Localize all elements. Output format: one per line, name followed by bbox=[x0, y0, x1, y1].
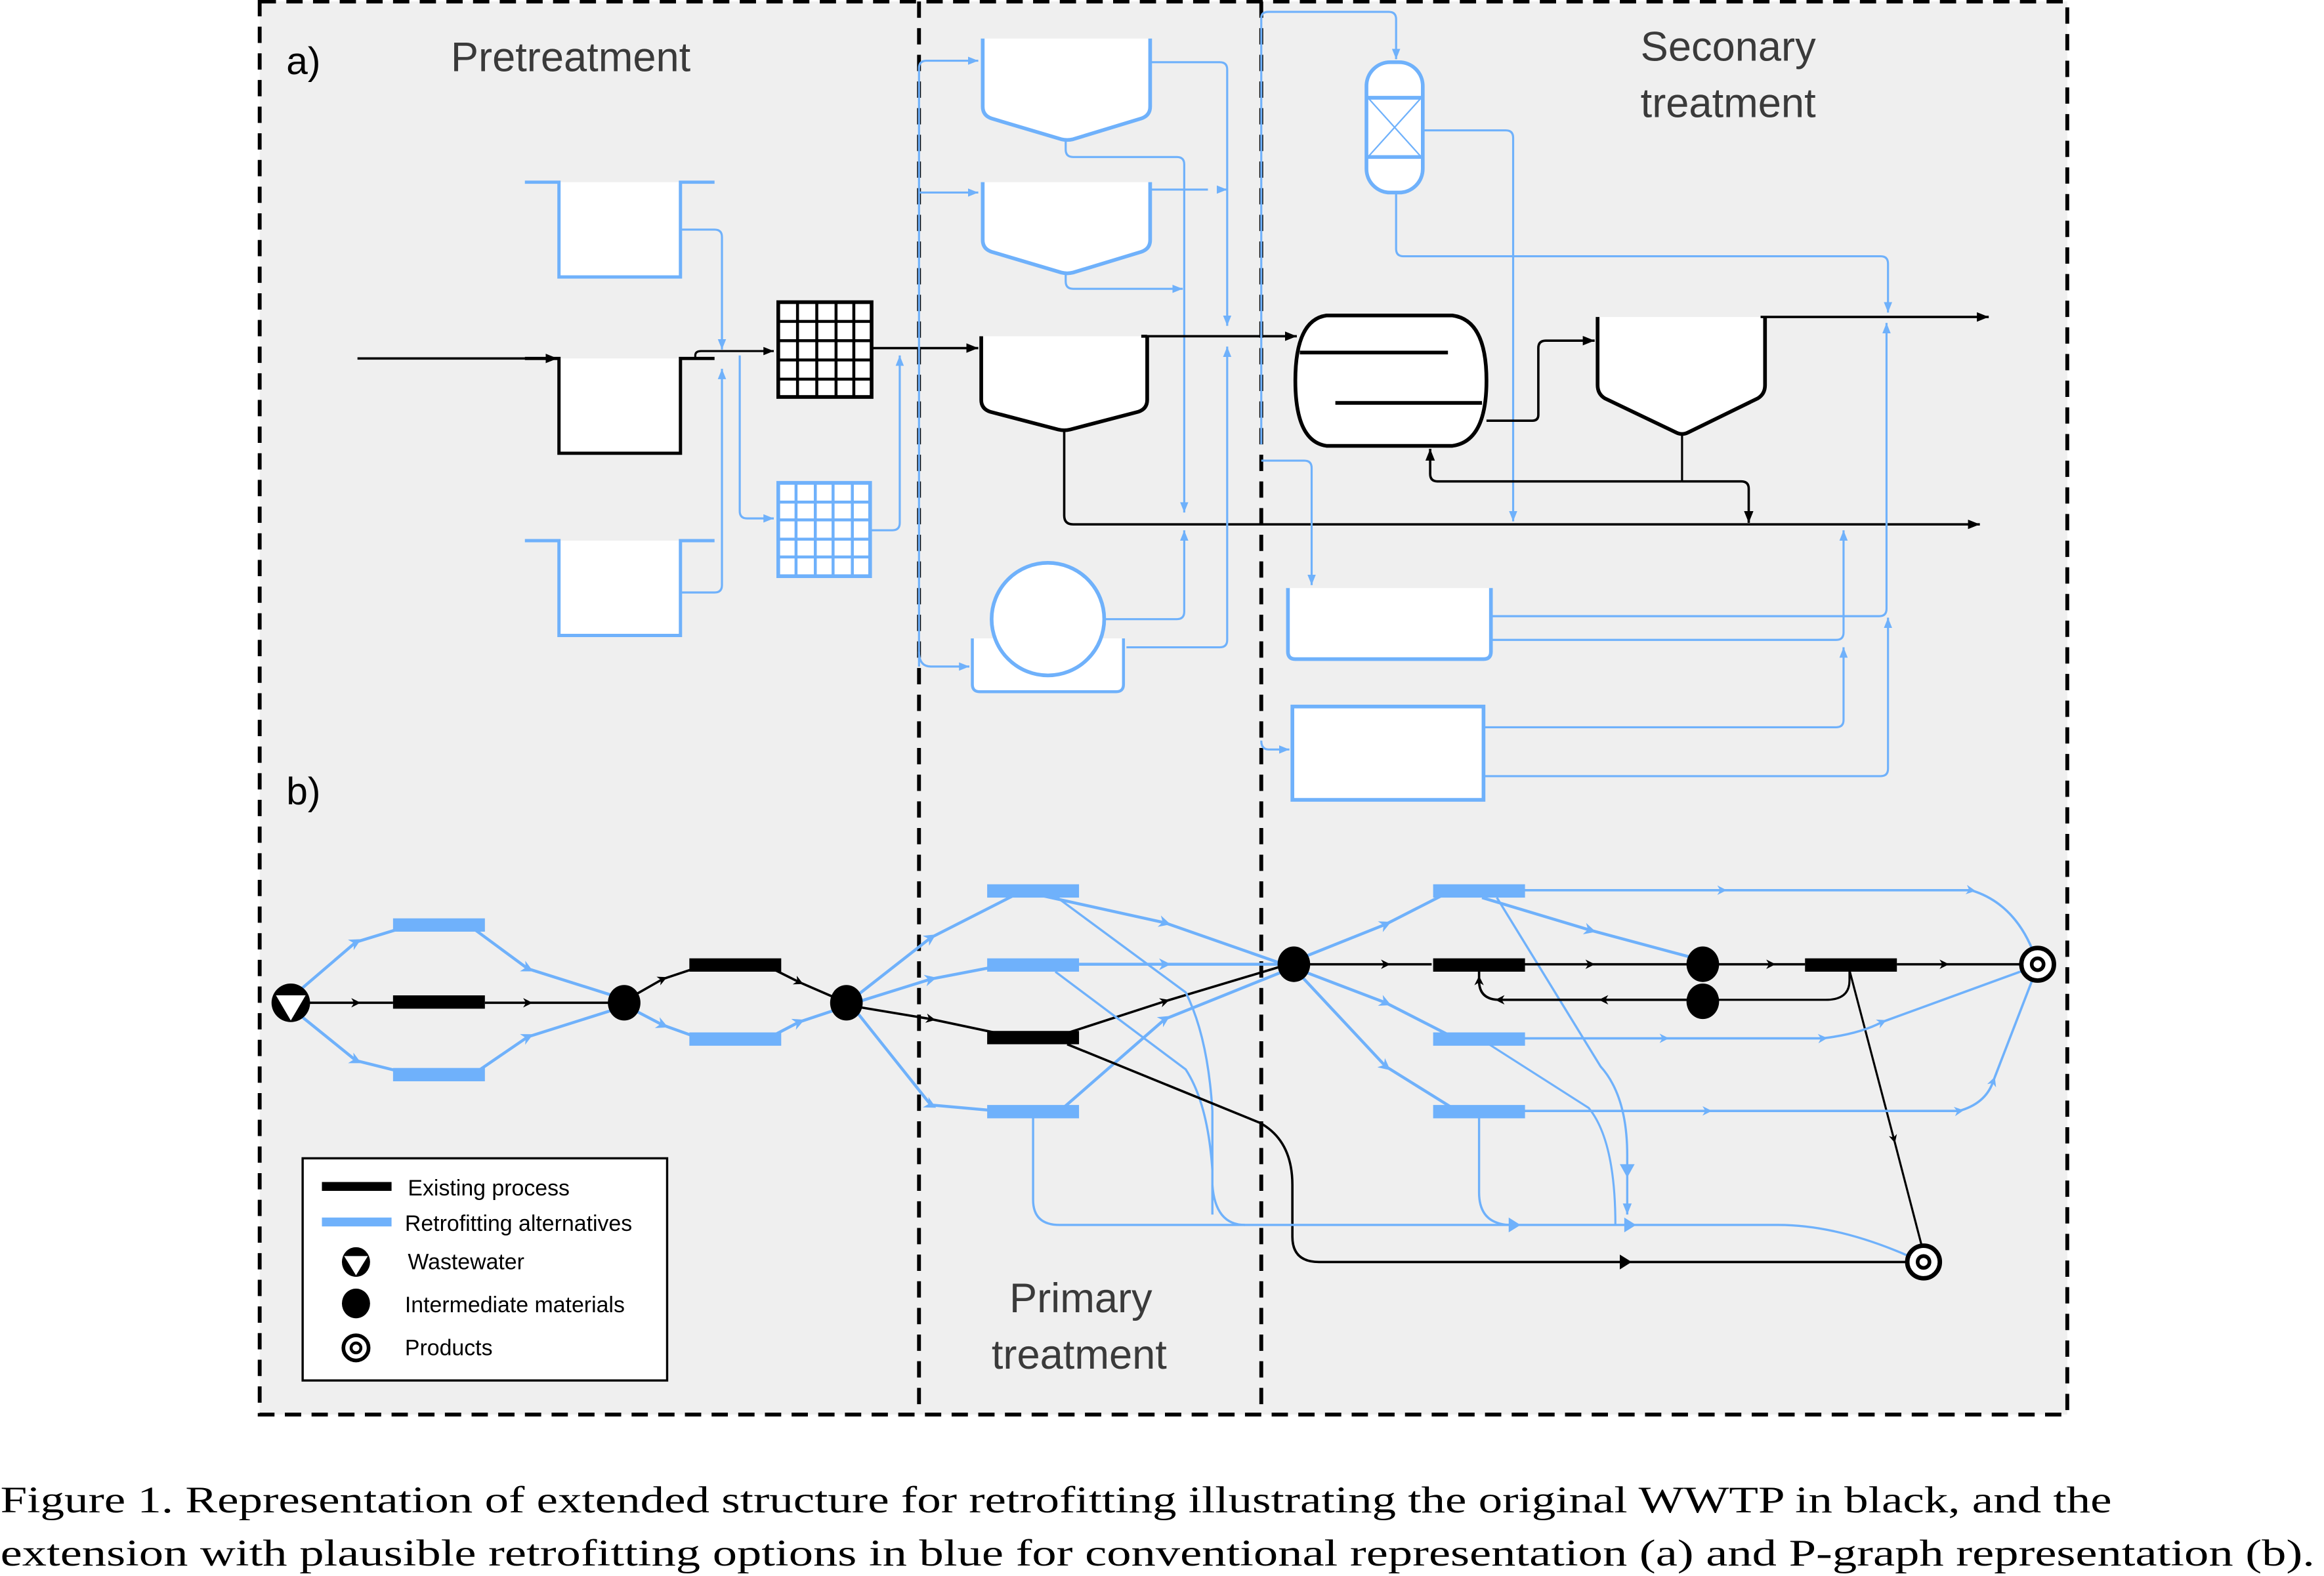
panel-b-label: b) bbox=[286, 770, 320, 813]
pgraph-edges-primary bbox=[854, 893, 1909, 1264]
pgraph-node-intermediate-1 bbox=[608, 985, 641, 1021]
screen-existing bbox=[776, 300, 874, 399]
pgraph-node-intermediate-3 bbox=[1277, 946, 1311, 982]
panel-a-conventional-diagram bbox=[357, 10, 1989, 802]
panel-b-pgraph bbox=[271, 884, 2056, 1281]
section-title-primary-line1: Primary bbox=[1009, 1275, 1152, 1321]
pgraph-op-retrofit-secondary-1 bbox=[1433, 884, 1525, 898]
figure-caption-line-2: extension with plausible retrofitting op… bbox=[1, 1533, 2315, 1574]
pgraph-node-wastewater bbox=[271, 983, 310, 1022]
pgraph-op-existing-pre bbox=[392, 995, 485, 1009]
clarifier-retrofit-1 bbox=[981, 38, 1152, 142]
clarifier-retrofit-2 bbox=[981, 182, 1152, 276]
legend-product-icon bbox=[341, 1333, 371, 1363]
tank-retrofit-top bbox=[524, 180, 715, 279]
pgraph-node-product-sludge bbox=[1905, 1243, 1943, 1281]
pgraph-op-existing-screen bbox=[689, 958, 782, 972]
outer-frame bbox=[257, 0, 2069, 1417]
figure-caption-line-1: Figure 1. Representation of extended str… bbox=[1, 1480, 2112, 1521]
section-frames bbox=[257, 0, 2069, 1417]
clarifier-existing bbox=[979, 335, 1149, 432]
section-title-secondary-line1: Seconary bbox=[1641, 24, 1816, 70]
panel-a-label: a) bbox=[286, 40, 320, 83]
aeration-tank-existing bbox=[1293, 314, 1489, 448]
legend-label-existing: Existing process bbox=[408, 1176, 570, 1201]
section-title-primary-line2: treatment bbox=[992, 1332, 1167, 1378]
secondary-clarifier-existing bbox=[1595, 317, 1767, 436]
legend-retrofit-bar bbox=[322, 1217, 392, 1227]
pgraph-op-retrofit-primary-3 bbox=[987, 1105, 1080, 1119]
pgraph-node-intermediate-5 bbox=[1686, 983, 1720, 1020]
legend-label-retrofit: Retrofitting alternatives bbox=[405, 1211, 632, 1236]
pgraph-node-product-effluent bbox=[2019, 945, 2056, 983]
tank-existing-middle bbox=[524, 356, 715, 455]
pgraph-op-existing-primary bbox=[987, 1031, 1080, 1045]
pgraph-op-retrofit-screen bbox=[689, 1032, 782, 1046]
legend-label-products: Products bbox=[405, 1336, 493, 1361]
pgraph-node-intermediate-4 bbox=[1686, 946, 1720, 982]
pgraph-op-retrofit-pre-1 bbox=[392, 918, 485, 932]
legend-existing-process-bar bbox=[322, 1182, 392, 1192]
legend-label-intermediate: Intermediate materials bbox=[405, 1293, 625, 1317]
pgraph-op-retrofit-primary-2 bbox=[987, 958, 1080, 972]
packed-column-retrofit bbox=[1364, 60, 1425, 195]
pgraph-node-intermediate-2 bbox=[830, 985, 863, 1021]
legend-label-wastewater: Wastewater bbox=[408, 1250, 524, 1275]
retrofit-unit-box-1 bbox=[1286, 588, 1493, 661]
section-title-secondary-line2: treatment bbox=[1641, 80, 1816, 126]
pgraph-op-existing-clarifier bbox=[1805, 958, 1897, 972]
pgraph-op-retrofit-primary-1 bbox=[987, 884, 1080, 898]
drum-filter-retrofit bbox=[971, 561, 1126, 694]
legend: Existing process Retrofitting alternativ… bbox=[301, 1157, 669, 1382]
legend-wastewater-icon bbox=[341, 1247, 370, 1277]
legend-intermediate-icon bbox=[341, 1289, 370, 1319]
screen-retrofit bbox=[776, 481, 872, 578]
pgraph-op-retrofit-secondary-2 bbox=[1433, 1032, 1525, 1046]
tank-retrofit-bottom bbox=[524, 539, 715, 637]
pgraph-op-existing-aeration bbox=[1433, 958, 1525, 972]
retrofit-unit-box-2 bbox=[1290, 705, 1486, 802]
pgraph-edges-secondary bbox=[1300, 884, 2036, 1248]
pgraph-edges-pretreatment bbox=[293, 924, 840, 1077]
pgraph-op-retrofit-secondary-3 bbox=[1433, 1105, 1525, 1119]
pgraph-op-retrofit-pre-2 bbox=[392, 1068, 485, 1081]
section-title-pretreatment: Pretreatment bbox=[451, 34, 691, 80]
